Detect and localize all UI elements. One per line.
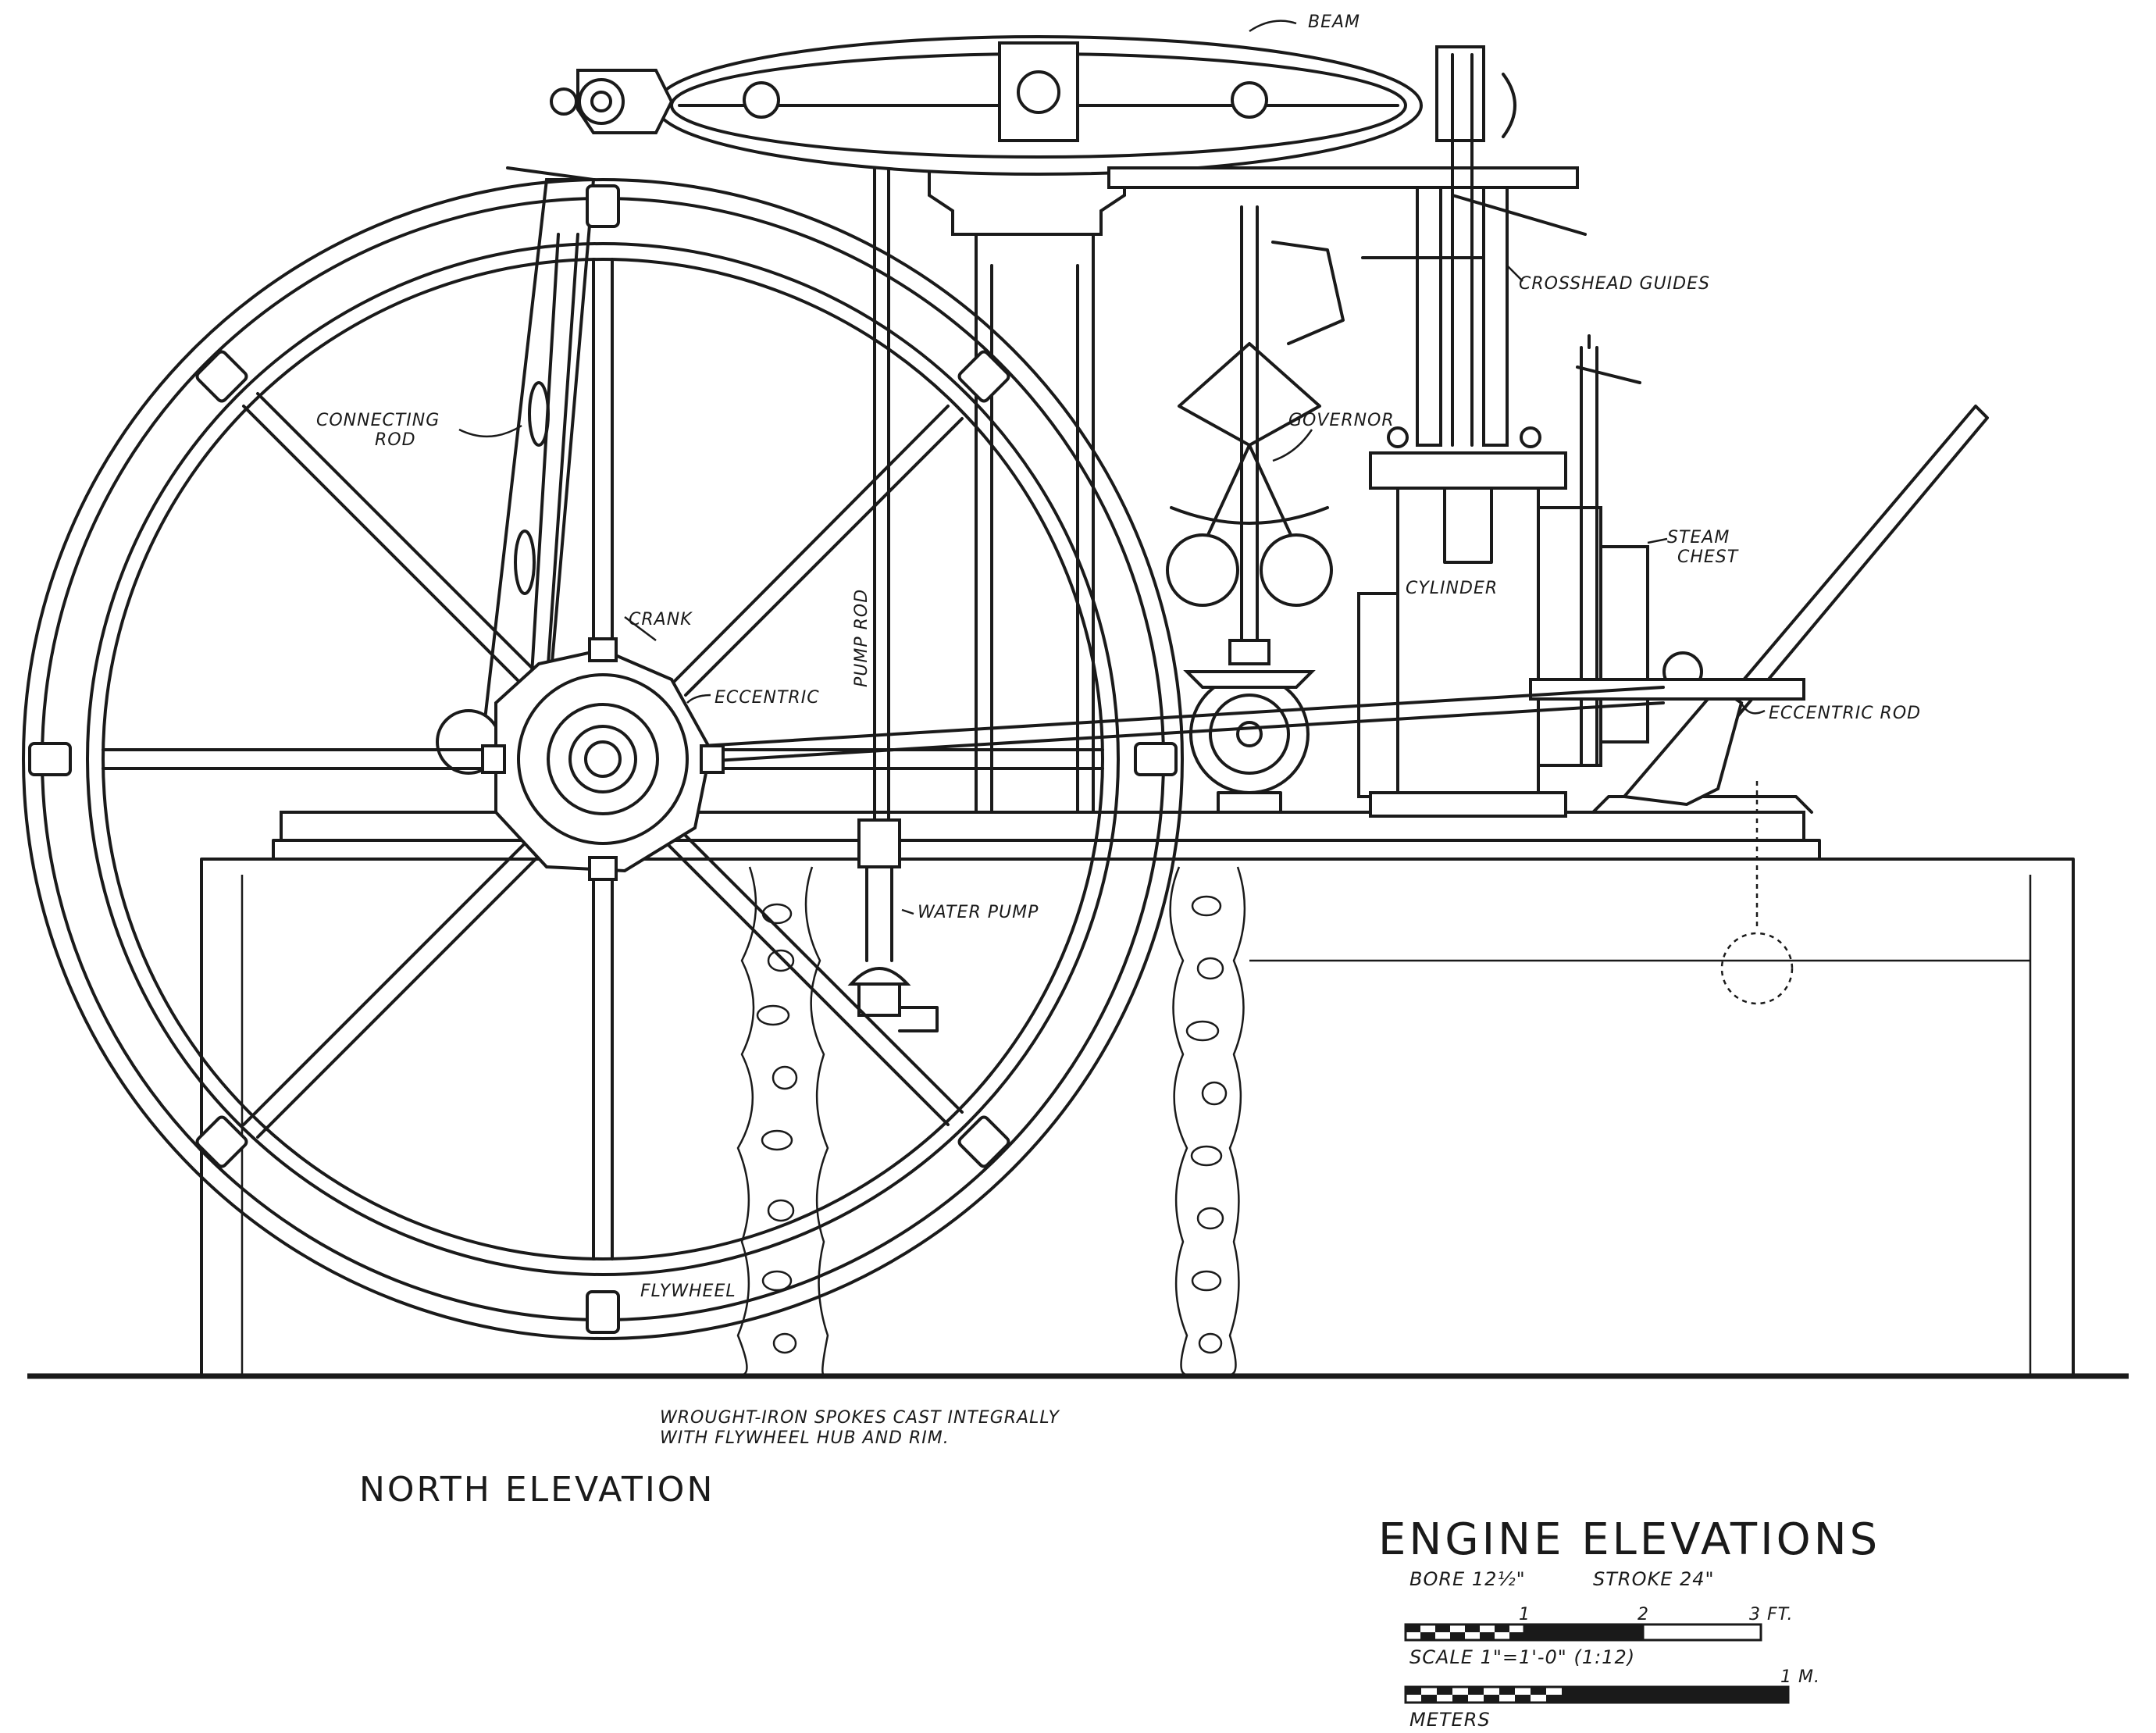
label-steam-chest-2: CHEST bbox=[1677, 547, 1739, 567]
meters-scale-bar: 1 M. bbox=[1404, 1667, 1820, 1704]
label-crosshead-guides: CROSSHEAD GUIDES bbox=[1519, 274, 1710, 294]
ft-tick-1: 1 bbox=[1519, 1605, 1531, 1624]
bore-text: BORE 12½" bbox=[1409, 1568, 1526, 1590]
sheet-title: ENGINE ELEVATIONS bbox=[1378, 1514, 1880, 1565]
feet-scale-bar: 1 2 3 FT. bbox=[1404, 1605, 1793, 1642]
stroke-text: STROKE 24" bbox=[1593, 1568, 1715, 1590]
note-line-1: WROUGHT-IRON SPOKES CAST INTEGRALLY bbox=[660, 1408, 1060, 1428]
label-cylinder: CYLINDER bbox=[1406, 579, 1498, 598]
flywheel bbox=[22, 178, 1184, 1340]
meters-label: METERS bbox=[1409, 1709, 1491, 1731]
title-block: ENGINE ELEVATIONS BORE 12½" STROKE 24" 1… bbox=[1378, 1514, 1880, 1731]
view-title: NORTH ELEVATION bbox=[359, 1470, 715, 1510]
label-eccentric: ECCENTRIC bbox=[715, 688, 820, 708]
leader-lines bbox=[458, 20, 1766, 915]
label-governor: GOVERNOR bbox=[1288, 411, 1395, 430]
m-tick: 1 M. bbox=[1780, 1667, 1820, 1687]
part-labels: BEAM CROSSHEAD GUIDES CONNECTING ROD GOV… bbox=[316, 12, 1921, 1448]
valve-gear bbox=[1529, 405, 1989, 807]
label-connecting-rod-1: CONNECTING bbox=[316, 411, 440, 430]
label-beam: BEAM bbox=[1308, 12, 1360, 32]
label-steam-chest-1: STEAM bbox=[1667, 528, 1730, 547]
steam-chest bbox=[1537, 334, 1649, 767]
float-weight bbox=[1720, 781, 1794, 1005]
water-pump bbox=[847, 818, 939, 1032]
foundation bbox=[27, 858, 2129, 1379]
label-eccentric-rod: ECCENTRIC ROD bbox=[1769, 704, 1921, 723]
label-crank: CRANK bbox=[629, 610, 693, 629]
label-pump-rod: PUMP ROD bbox=[852, 589, 871, 687]
note-line-2: WITH FLYWHEEL HUB AND RIM. bbox=[660, 1428, 950, 1448]
label-connecting-rod-2: ROD bbox=[375, 430, 416, 450]
ft-tick-2: 2 bbox=[1637, 1605, 1649, 1624]
crosshead-guides bbox=[1107, 53, 1587, 447]
label-flywheel: FLYWHEEL bbox=[640, 1282, 736, 1301]
beam bbox=[550, 35, 1516, 176]
governor bbox=[1166, 205, 1345, 814]
scale-text: SCALE 1"=1'-0" (1:12) bbox=[1409, 1646, 1635, 1668]
cylinder bbox=[1357, 426, 1567, 818]
ft-tick-3: 3 FT. bbox=[1749, 1605, 1793, 1624]
pump-rod bbox=[873, 116, 890, 829]
label-water-pump: WATER PUMP bbox=[918, 903, 1039, 922]
